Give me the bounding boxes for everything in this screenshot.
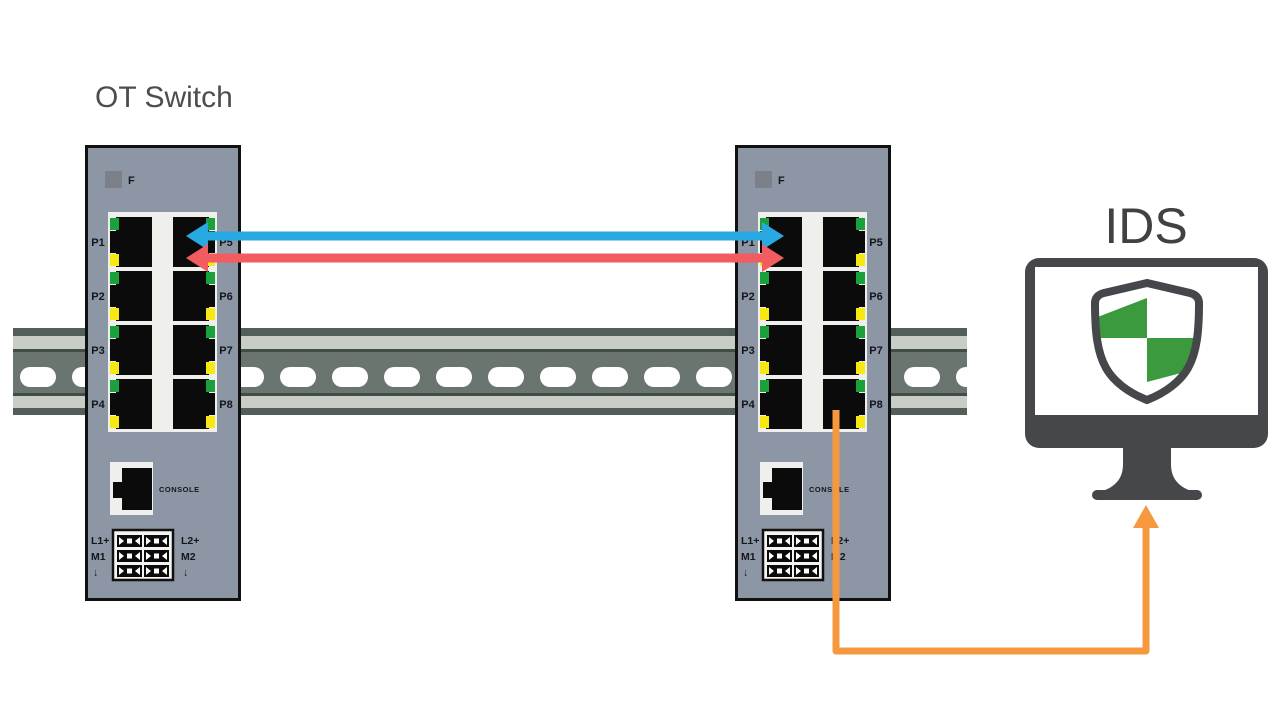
shield-green-upper-left bbox=[1095, 298, 1147, 338]
ids-label: IDS bbox=[1104, 198, 1187, 254]
monitor-stand bbox=[1100, 446, 1194, 492]
orange-line bbox=[832, 410, 1150, 655]
din-rail-slots bbox=[13, 367, 967, 387]
link-arrow-red bbox=[186, 244, 784, 272]
link-arrow-orange bbox=[832, 410, 1159, 655]
shield-icon bbox=[1090, 278, 1204, 405]
ids-monitor bbox=[1025, 258, 1268, 500]
link-arrow-blue bbox=[186, 222, 784, 250]
monitor-base bbox=[1092, 490, 1202, 500]
diagram-title: OT Switch bbox=[95, 81, 233, 114]
ot-switch-2 bbox=[737, 147, 890, 600]
orange-arrowhead-icon bbox=[1133, 505, 1159, 528]
ot-switch-1 bbox=[87, 147, 240, 600]
